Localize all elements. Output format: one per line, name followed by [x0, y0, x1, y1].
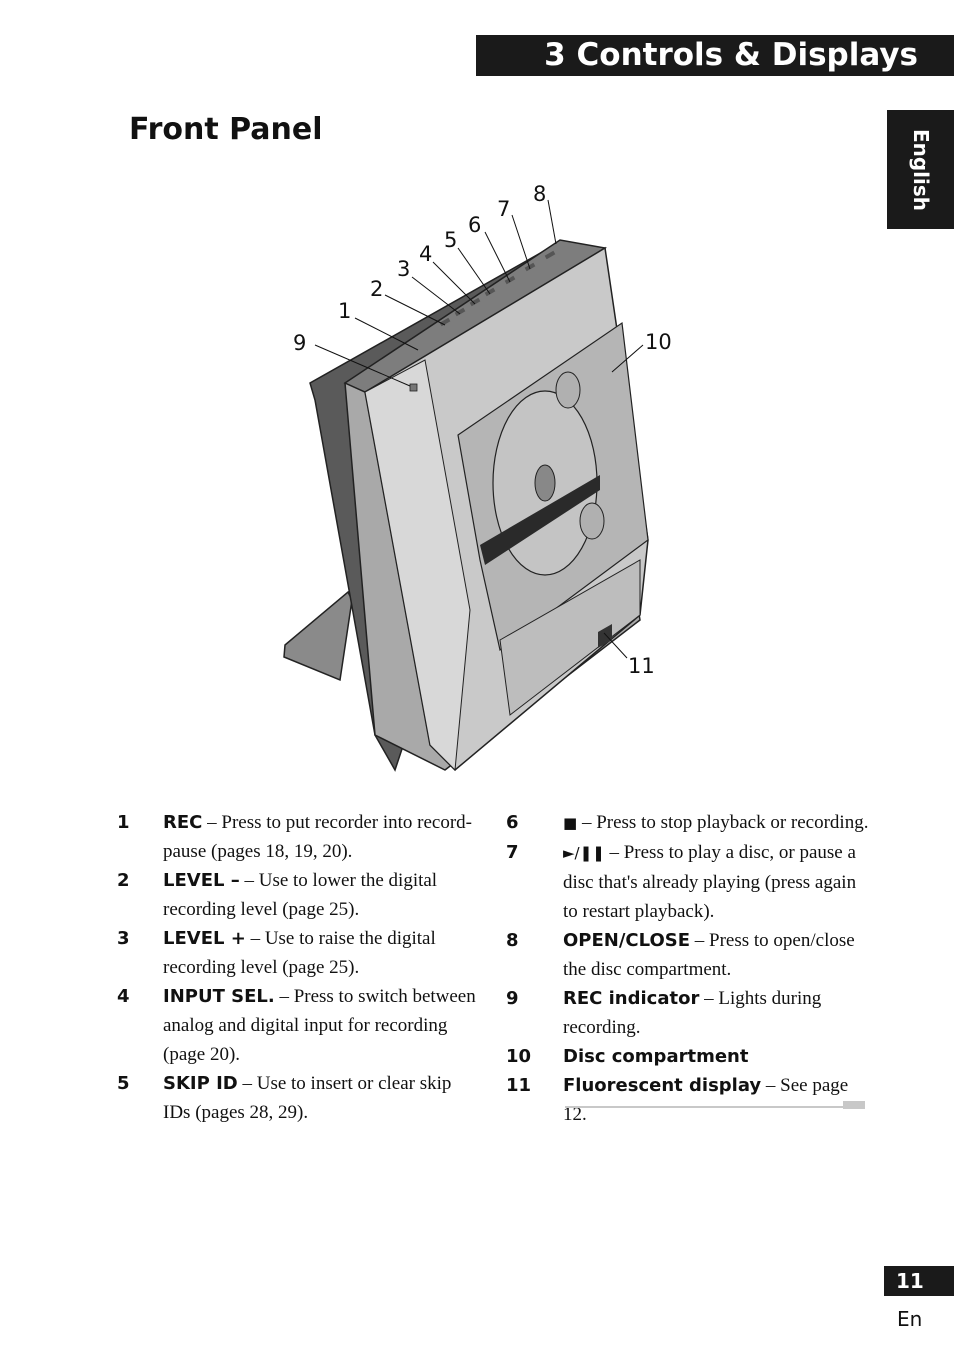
list-item: 1 REC – Press to put recorder into recor…	[117, 808, 477, 866]
page-number: 11	[884, 1266, 954, 1296]
callout-7: 7	[497, 197, 510, 221]
item-number: 6	[506, 812, 519, 833]
list-item: 10 Disc compartment	[506, 1042, 871, 1071]
item-number: 8	[506, 930, 519, 951]
item-description: – Use to raise the digital recording lev…	[163, 928, 436, 978]
list-item: 11 Fluorescent display – See page 12.	[506, 1071, 871, 1129]
callout-11: 11	[628, 654, 655, 678]
page-language: En	[897, 1307, 923, 1331]
controls-list-right: 6 ■ – Press to stop playback or recordin…	[506, 808, 871, 1129]
item-number: 1	[117, 812, 130, 833]
item-description: – Press to stop playback or recording.	[577, 812, 869, 833]
front-panel-illustration: 1 2 3 4 5 6 7 8 9 10 11	[283, 182, 672, 772]
language-tab-label: English	[908, 128, 933, 211]
item-description: – Use to lower the digital recording lev…	[163, 870, 438, 920]
play-pause-icon: ►/❚❚	[563, 844, 605, 862]
item-number: 10	[506, 1046, 532, 1067]
section-end-rule	[565, 1101, 865, 1109]
list-item: 8 OPEN/CLOSE – Press to open/close the d…	[506, 926, 871, 984]
callout-6: 6	[468, 213, 481, 237]
item-label: Disc compartment	[563, 1046, 749, 1067]
item-description: – Press to open/close the disc compartme…	[563, 930, 855, 980]
item-number: 2	[117, 870, 130, 891]
list-item: 9 REC indicator – Lights during recordin…	[506, 984, 871, 1042]
item-description: – Lights during recording.	[563, 988, 822, 1038]
list-item: 3 LEVEL + – Use to raise the digital rec…	[117, 924, 477, 982]
callout-10: 10	[645, 330, 672, 354]
item-label: LEVEL –	[163, 870, 240, 891]
chapter-header: 3 Controls & Displays	[476, 35, 954, 76]
list-item: 6 ■ – Press to stop playback or recordin…	[506, 808, 871, 838]
item-description: – Press to put recorder into record-paus…	[163, 812, 472, 862]
item-description: – Use to insert or clear skip IDs (pages…	[163, 1073, 452, 1123]
callout-9: 9	[293, 331, 306, 355]
item-number: 5	[117, 1073, 130, 1094]
item-number: 7	[506, 842, 519, 863]
stop-icon: ■	[563, 814, 578, 832]
item-label: SKIP ID	[163, 1073, 238, 1094]
controls-list-left: 1 REC – Press to put recorder into recor…	[117, 808, 477, 1127]
item-description: – Press to switch between analog and dig…	[163, 986, 476, 1065]
callout-4: 4	[419, 242, 432, 266]
callout-5: 5	[444, 228, 457, 252]
item-label: OPEN/CLOSE	[563, 930, 691, 951]
item-label: INPUT SEL.	[163, 986, 275, 1007]
list-item: 2 LEVEL – – Use to lower the digital rec…	[117, 866, 477, 924]
language-tab: English	[887, 110, 954, 229]
callout-1: 1	[338, 299, 351, 323]
list-item: 5 SKIP ID – Use to insert or clear skip …	[117, 1069, 477, 1127]
item-number: 9	[506, 988, 519, 1009]
callout-3: 3	[397, 257, 410, 281]
item-description: – Press to play a disc, or pause a disc …	[563, 842, 857, 922]
callout-8: 8	[533, 182, 546, 206]
item-number: 3	[117, 928, 130, 949]
item-label: REC	[163, 812, 203, 833]
list-item: 4 INPUT SEL. – Press to switch between a…	[117, 982, 477, 1069]
section-title: Front Panel	[129, 112, 323, 147]
item-label: REC indicator	[563, 988, 700, 1009]
item-label: Fluorescent display	[563, 1075, 762, 1096]
callout-2: 2	[370, 277, 383, 301]
item-description: – See page 12.	[563, 1075, 849, 1125]
list-item: 7 ►/❚❚ – Press to play a disc, or pause …	[506, 838, 871, 926]
item-number: 11	[506, 1075, 532, 1096]
item-label: LEVEL +	[163, 928, 246, 949]
item-number: 4	[117, 986, 130, 1007]
